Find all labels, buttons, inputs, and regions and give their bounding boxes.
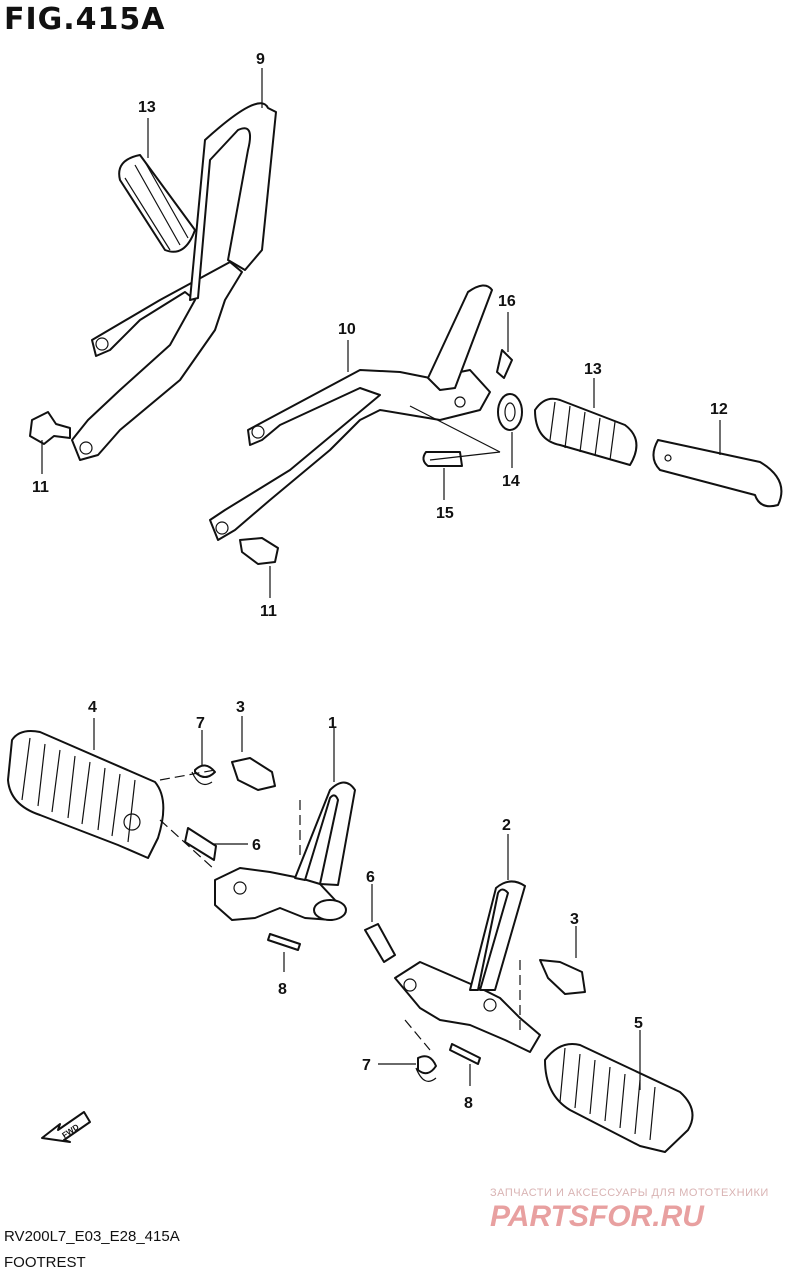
rear-footrest-bracket-left xyxy=(71,102,277,461)
cotter-8-right xyxy=(449,1043,481,1065)
callout-11-left: 11 xyxy=(32,479,49,496)
callout-6-right: 6 xyxy=(366,869,375,886)
grip-rubber-right xyxy=(534,397,638,466)
spring-7-bottom xyxy=(415,1055,437,1082)
callouts: 9 13 11 10 16 13 12 14 15 11 4 7 3 1 6 8… xyxy=(32,51,728,1112)
cotter-pin-16 xyxy=(496,349,513,379)
grip-rubber-top xyxy=(118,154,196,253)
callout-9: 9 xyxy=(256,51,265,68)
fwd-arrow: FWD xyxy=(41,1111,91,1143)
callout-13-right: 13 xyxy=(584,361,602,378)
callout-8-right: 8 xyxy=(464,1095,473,1112)
front-footrest-bracket-2 xyxy=(394,880,541,1053)
callout-16: 16 xyxy=(498,293,516,310)
rear-footrest-bracket-right xyxy=(209,284,493,541)
footrest-rubber-4 xyxy=(7,730,165,859)
callout-3-top: 3 xyxy=(236,699,245,716)
callout-1: 1 xyxy=(328,715,337,732)
pin-6-right xyxy=(364,923,396,963)
pin-6-left xyxy=(184,827,217,861)
model-code: RV200L7_E03_E28_415A xyxy=(4,1228,180,1245)
callout-7-top: 7 xyxy=(196,715,205,732)
bolt-right-11 xyxy=(239,537,279,565)
callout-11-right: 11 xyxy=(260,603,277,620)
spring-7-top xyxy=(191,764,216,785)
watermark-brand: PARTSFOR.RU xyxy=(490,1200,705,1233)
pin-12 xyxy=(652,439,783,508)
callout-4: 4 xyxy=(88,699,97,716)
callout-14: 14 xyxy=(502,473,520,490)
callout-3-right: 3 xyxy=(570,911,579,928)
callout-12: 12 xyxy=(710,401,728,418)
cotter-8-left xyxy=(267,933,301,951)
front-footrest-bracket-1 xyxy=(214,781,356,921)
section-name: FOOTREST xyxy=(4,1254,86,1271)
watermark-tagline: ЗАПЧАСТИ И АКСЕССУАРЫ ДЛЯ МОТОТЕХНИКИ xyxy=(490,1187,769,1199)
callout-5: 5 xyxy=(634,1015,643,1032)
bolt-top-left xyxy=(29,411,71,445)
washer-14 xyxy=(497,393,523,431)
callout-15: 15 xyxy=(436,505,454,522)
bolt-3-right xyxy=(539,959,586,995)
bolt-3-top xyxy=(231,757,276,791)
callout-8-left: 8 xyxy=(278,981,287,998)
figure-title: FIG.415A xyxy=(4,2,166,37)
callout-13-top: 13 xyxy=(138,99,156,116)
callout-10: 10 xyxy=(338,321,356,338)
callout-2: 2 xyxy=(502,817,511,834)
footrest-rubber-5 xyxy=(544,1043,694,1153)
callout-6-left: 6 xyxy=(252,837,261,854)
callout-7-bottom: 7 xyxy=(362,1057,371,1074)
